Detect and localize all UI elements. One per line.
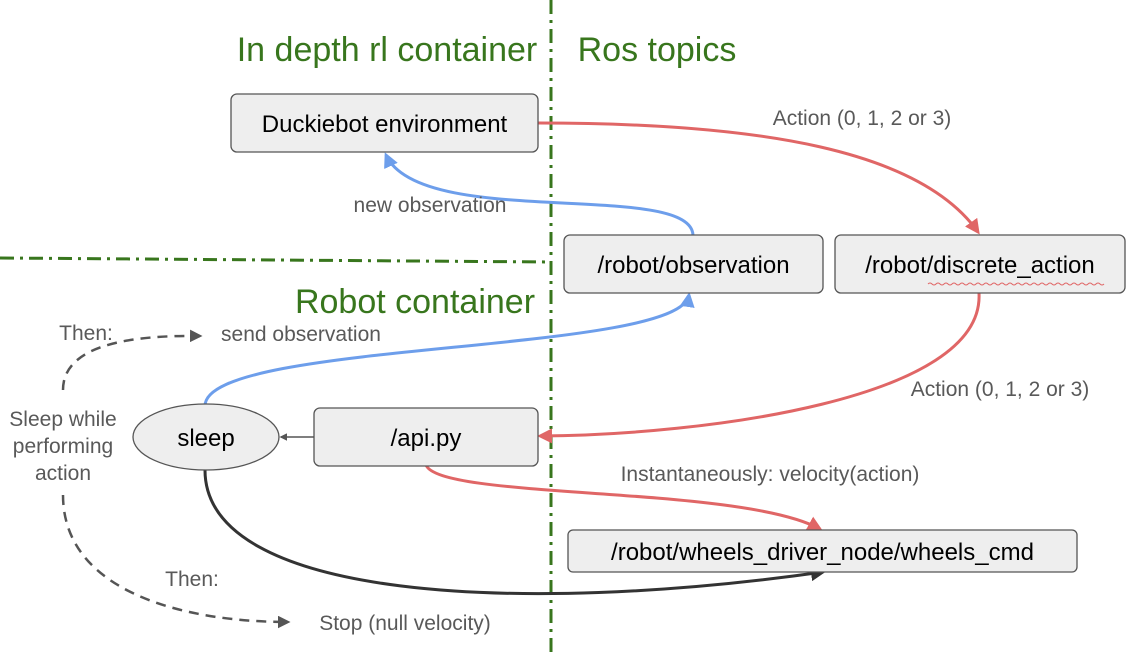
horizontal-divider bbox=[0, 256, 552, 264]
robot-container-title: Robot container bbox=[295, 283, 535, 321]
action-label-top: Action (0, 1, 2 or 3) bbox=[773, 107, 952, 130]
sleep-node: sleep bbox=[132, 403, 280, 471]
action-label-right: Action (0, 1, 2 or 3) bbox=[911, 378, 1090, 401]
ros-topics-title: Ros topics bbox=[578, 31, 737, 69]
duckiebot-environment-node: Duckiebot environment bbox=[230, 93, 539, 153]
then-send-observation-arrow bbox=[61, 329, 203, 391]
new-observation-arrow bbox=[384, 152, 695, 236]
stop-null-velocity-label: Stop (null velocity) bbox=[319, 612, 491, 635]
action-to-discrete-action-arrow bbox=[537, 121, 980, 235]
send-observation-label: send observation bbox=[221, 323, 381, 346]
then-stop-arrow bbox=[61, 494, 291, 629]
svg-text:/robot/wheels_driver_node/whee: /robot/wheels_driver_node/wheels_cmd bbox=[611, 539, 1034, 566]
spellcheck-underline bbox=[927, 282, 1105, 286]
sleep-note-line-1: Sleep while bbox=[9, 408, 116, 431]
instantaneous-velocity-label: Instantaneously: velocity(action) bbox=[621, 463, 920, 486]
svg-text:/robot/observation: /robot/observation bbox=[597, 252, 789, 279]
discrete-action-to-api-arrow bbox=[537, 292, 981, 444]
sleep-note-line-3: action bbox=[35, 462, 91, 485]
stop-command-arrow bbox=[203, 469, 826, 596]
api-node: /api.py bbox=[313, 407, 539, 467]
then-label-bottom: Then: bbox=[165, 568, 219, 591]
discrete-action-topic-node: /robot/discrete_action bbox=[834, 234, 1126, 294]
svg-text:sleep: sleep bbox=[177, 425, 234, 452]
sleep-note-line-2: performing bbox=[13, 435, 113, 458]
wheels-cmd-node: /robot/wheels_driver_node/wheels_cmd bbox=[567, 529, 1078, 573]
rl-container-title: In depth rl container bbox=[237, 31, 538, 69]
new-observation-label: new observation bbox=[354, 194, 507, 217]
velocity-command-arrow bbox=[424, 464, 823, 531]
send-observation-arrow bbox=[203, 292, 695, 407]
svg-text:/api.py: /api.py bbox=[391, 425, 462, 452]
svg-text:Duckiebot environment: Duckiebot environment bbox=[262, 111, 508, 138]
then-label-top: Then: bbox=[59, 322, 113, 345]
observation-topic-node: /robot/observation bbox=[563, 234, 824, 294]
svg-text:/robot/discrete_action: /robot/discrete_action bbox=[865, 252, 1094, 279]
